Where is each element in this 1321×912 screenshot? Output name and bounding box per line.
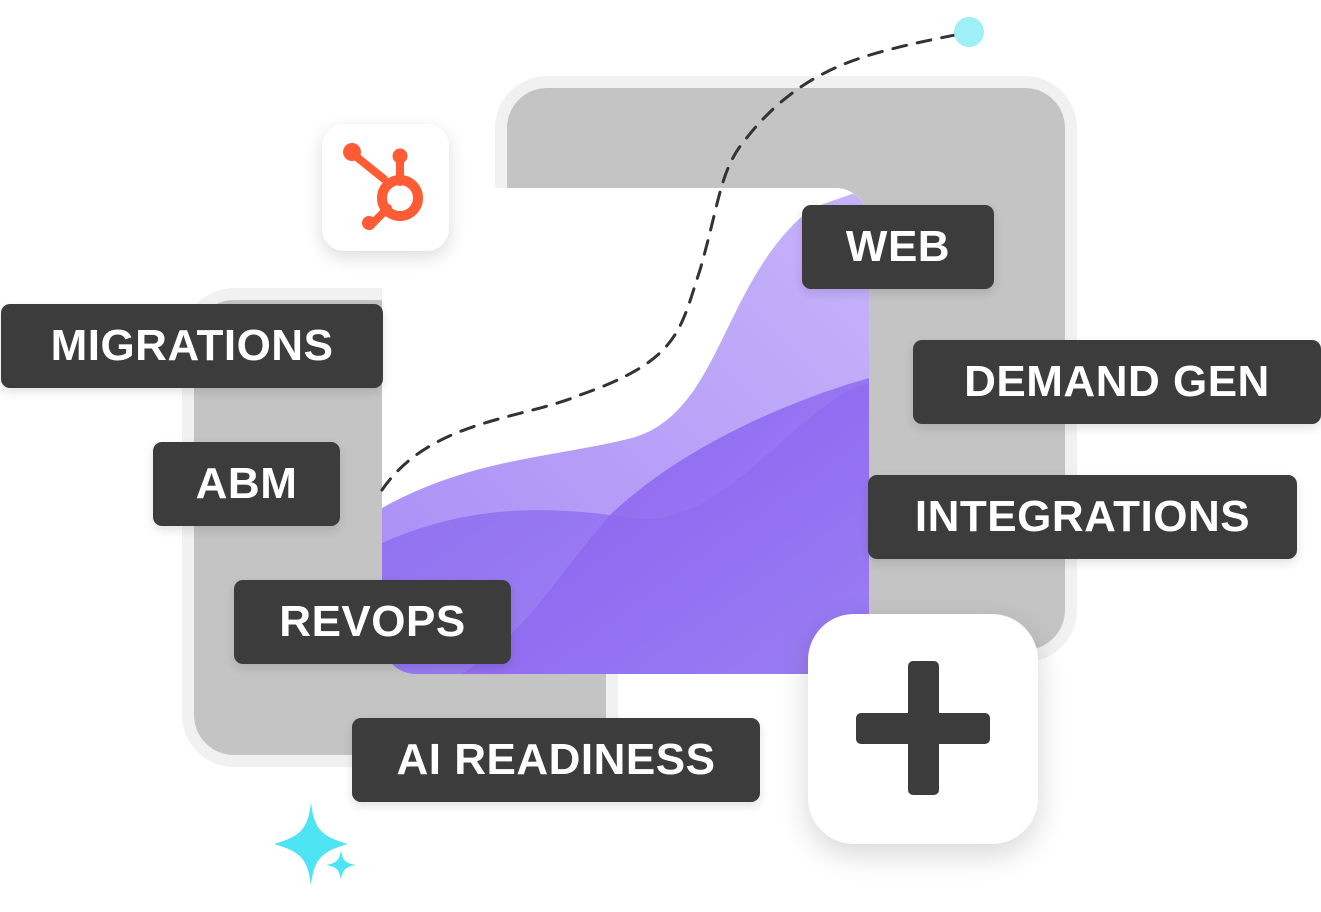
- sparkle-icon: [274, 802, 356, 886]
- wave-front-layer: [462, 378, 869, 674]
- tag-demand-gen: DEMAND GEN: [913, 340, 1321, 424]
- tag-revops: REVOPS: [234, 580, 511, 664]
- plus-icon: [856, 661, 990, 795]
- tag-abm: ABM: [153, 442, 340, 526]
- tag-web: WEB: [802, 205, 994, 289]
- tag-integrations: INTEGRATIONS: [868, 475, 1297, 559]
- add-tile: [808, 614, 1038, 844]
- tag-ai-readiness: AI READINESS: [352, 718, 760, 802]
- hubspot-logo: [343, 143, 423, 230]
- tag-migrations: MIGRATIONS: [1, 304, 383, 388]
- dashed-growth-line: [380, 31, 967, 492]
- hubspot-tile: [322, 124, 449, 251]
- trajectory-end-dot: [954, 17, 984, 47]
